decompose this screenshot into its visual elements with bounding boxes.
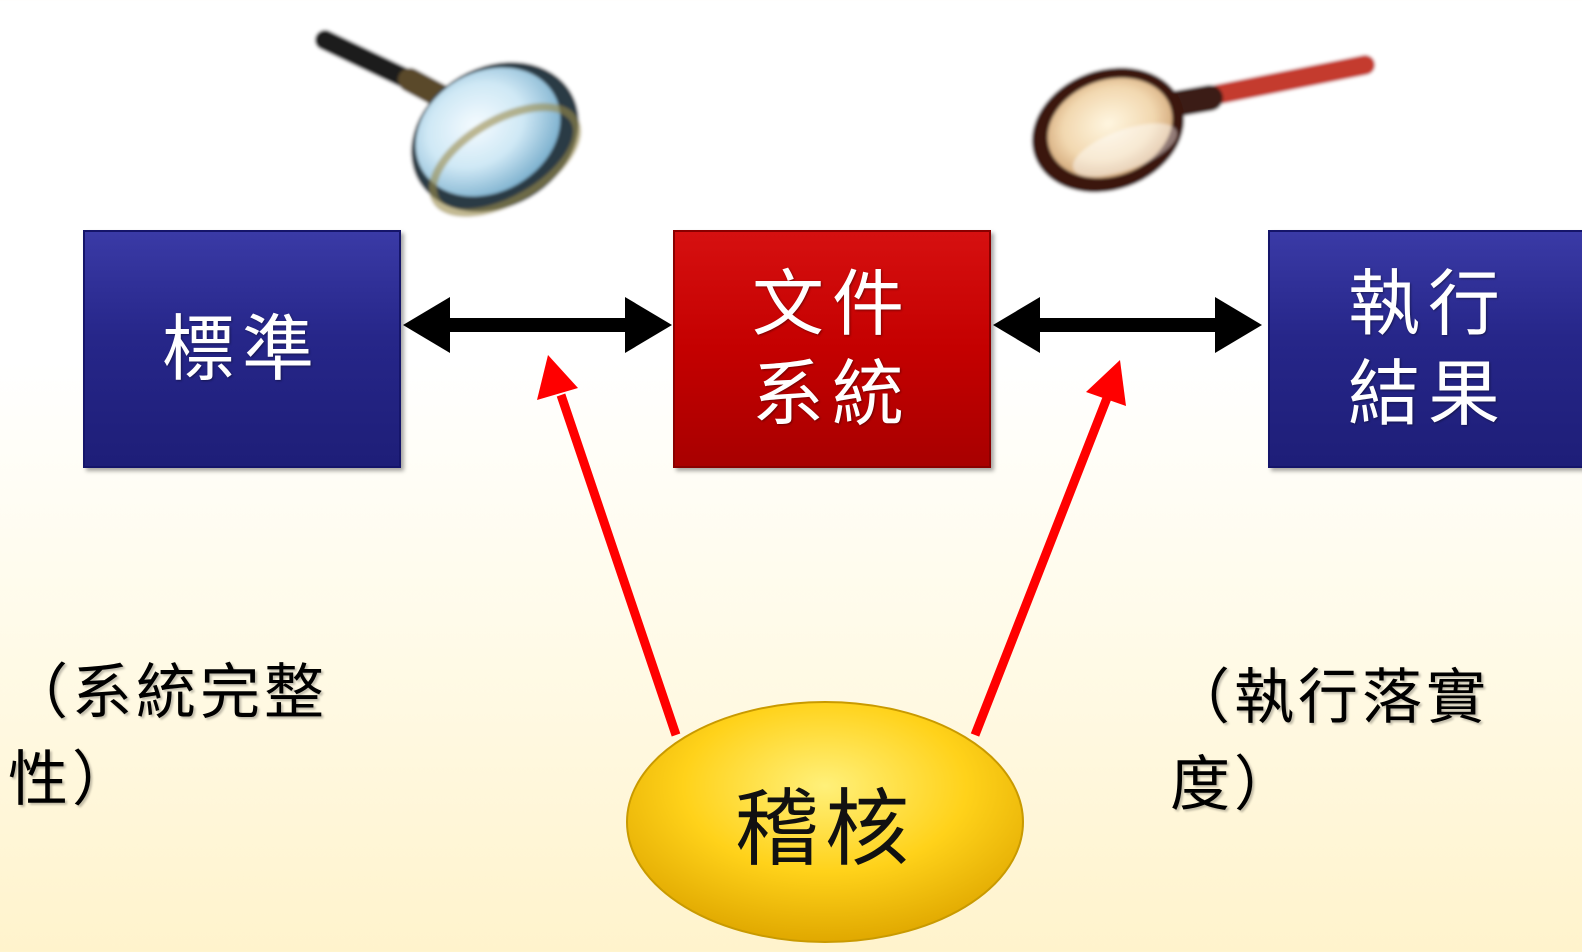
arrow-document-result xyxy=(993,297,1262,353)
arrow-audit-left xyxy=(537,355,681,737)
system-integrity-text: （系統完整 性） xyxy=(8,658,328,815)
audit-label-container: 稽核 xyxy=(625,700,1025,945)
document-system-box: 文件 系統 xyxy=(673,230,991,468)
arrow-audit-right xyxy=(970,360,1126,737)
document-system-label: 文件 系統 xyxy=(751,262,912,436)
audit-label: 稽核 xyxy=(734,780,915,878)
system-integrity-note: （系統完整 性） xyxy=(8,650,328,824)
arrow-standard-document xyxy=(403,297,672,353)
audit-ellipse xyxy=(626,701,1024,943)
execution-implementation-note: （執行落實 度） xyxy=(1170,655,1490,829)
execution-implementation-text: （執行落實 度） xyxy=(1170,663,1490,820)
standard-label: 標準 xyxy=(161,307,322,391)
execution-result-box: 執行 結果 xyxy=(1268,230,1582,468)
magnifying-glass-blue-icon xyxy=(296,10,602,230)
standard-box: 標準 xyxy=(83,230,401,468)
execution-result-label: 執行 結果 xyxy=(1347,262,1508,436)
